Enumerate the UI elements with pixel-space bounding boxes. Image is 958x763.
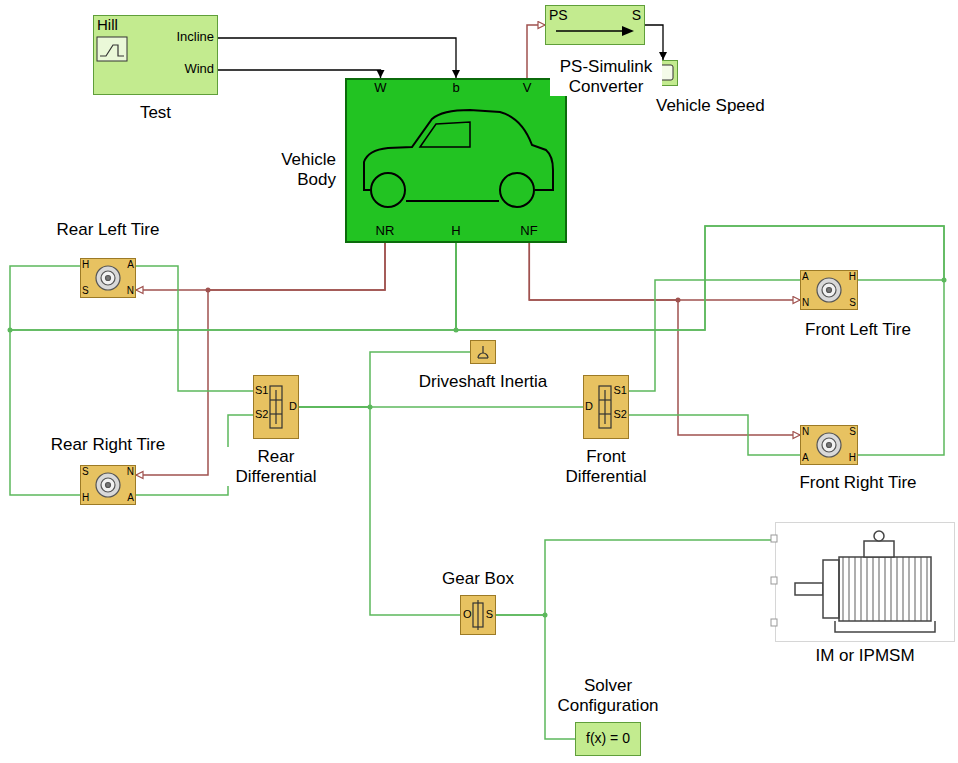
physical-connection [456,226,944,455]
tire-block: SNHARear Right Tire [80,465,136,505]
gearbox-block: OSGear Box [460,595,496,635]
block-label: Rear Differential [225,447,327,486]
block-label: Driveshaft Inertia [418,372,549,392]
converter-arrow [556,26,634,36]
port-label: S1 [255,384,268,397]
physical-connection [629,280,800,391]
block-label: Rear Right Tire [50,435,166,455]
port-label: S [849,426,856,438]
port-label: H [849,271,856,283]
block-label: Rear Left Tire [56,220,161,240]
block-label: Front Right Tire [798,473,917,493]
physical-signal-line [136,243,385,475]
physical-connection [299,407,460,615]
physical-connection [496,540,775,615]
port-label: A [802,271,809,283]
port-label: A [802,452,809,464]
motor-block: IM or IPMSM [775,522,955,642]
port-label: Hill [97,16,118,33]
port-label: S [632,7,641,23]
car-icon [364,110,553,207]
block-label: IM or IPMSM [814,646,915,666]
port-label: S [849,297,856,309]
port-label: O [463,608,472,621]
vehicle-body-block: WbVNRHNFVehicle Body [345,78,567,243]
physical-signal-line [529,243,800,435]
port-label: D [289,400,297,413]
signal-line [218,70,381,78]
block-label: Front Differential [555,447,657,486]
port-label: N [127,285,134,297]
port-label: H [849,452,856,464]
block-label: Solver Configuration [547,676,669,715]
solver-block: f(x) = 0Solver Configuration [575,722,641,756]
port-label: S2 [255,408,268,421]
motor-picture [771,531,935,632]
junction-dots [8,278,947,618]
converter-block: PSSPS-Simulink Converter [545,5,645,45]
block-label: Front Left Tire [804,320,912,340]
differential-block: S1S2DRear Differential [253,375,299,439]
tire-block: NSAHFront Right Tire [800,425,858,465]
inertia-icon [478,346,488,358]
physical-connection [10,243,456,330]
port-label: S1 [614,384,627,397]
port-label: D [585,400,593,413]
physical-connection [10,243,456,495]
port-label: S [82,285,89,297]
physical-signal-line [529,243,800,300]
tire-block: AHNSFront Left Tire [800,270,858,310]
inertia-block: Driveshaft Inertia [470,340,496,364]
tire-icons [96,266,841,497]
port-label: A [127,492,134,504]
port-label: b [452,81,459,96]
gearbox-icon [473,600,483,630]
port-label: N [127,466,134,478]
port-label: H [82,492,89,504]
port-label: H [82,259,89,271]
block-label: Vehicle Speed [655,96,766,116]
physical-signal-line [527,25,545,78]
differential-block: DS1S2Front Differential [583,375,629,439]
port-label: S [82,466,89,478]
port-label: V [523,81,532,96]
physical-connection [136,266,253,391]
port-label: N [802,426,809,438]
port-label: S [486,608,493,621]
port-label: H [451,224,460,239]
port-label: Wind [184,62,214,77]
port-label: Incline [176,30,214,45]
tire-block: HASNRear Left Tire [80,258,136,298]
block-label: Gear Box [441,569,515,589]
port-label: NF [520,224,537,239]
differential-icons [270,386,611,428]
port-label: NR [376,224,395,239]
source-block: HillInclineWindTest [93,15,218,95]
port-label: W [374,81,386,96]
signal-line [218,38,456,78]
port-label: A [127,259,134,271]
port-label: N [802,297,809,309]
hill-icon [97,37,127,61]
block-label: Test [139,103,172,123]
port-label: S2 [614,408,627,421]
port-label: PS [549,7,568,23]
signal-line [645,25,663,60]
port-label: f(x) = 0 [586,730,630,746]
block-label: Vehicle Body [255,150,337,189]
scope-screen [653,65,673,80]
block-label: PS-Simulink Converter [550,57,662,96]
